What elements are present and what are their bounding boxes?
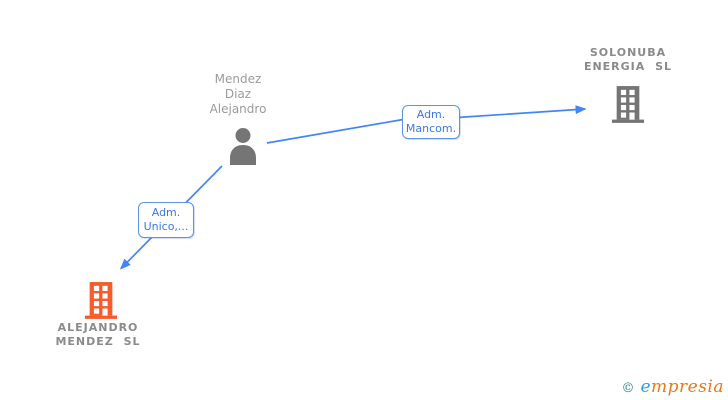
edge-label-adm-mancom: Adm. Mancom. bbox=[402, 105, 460, 139]
edge-line-mancom-left bbox=[266, 118, 404, 144]
person-icon bbox=[230, 128, 256, 165]
node-company-left[interactable] bbox=[84, 281, 118, 319]
company-right-line1: SOLONUBA bbox=[589, 46, 667, 59]
node-person[interactable] bbox=[227, 127, 259, 165]
brand-letter-e: e bbox=[640, 377, 651, 397]
building-icon-highlighted bbox=[84, 282, 118, 319]
building-icon bbox=[611, 86, 645, 123]
empresia-watermark: © empresia bbox=[621, 377, 724, 397]
person-name-line3: Alejandro bbox=[209, 102, 267, 116]
node-company-right[interactable] bbox=[611, 85, 645, 123]
node-label-person[interactable]: Mendez Diaz Alejandro bbox=[178, 72, 298, 117]
edge-label-line1: Adm. bbox=[151, 206, 181, 219]
node-label-company-left[interactable]: ALEJANDRO MENDEZ SL bbox=[36, 321, 160, 349]
edge-label-line2: Unico,... bbox=[143, 220, 189, 233]
copyright-icon: © bbox=[621, 381, 635, 396]
edge-line-mancom-right bbox=[456, 105, 587, 119]
company-left-line1: ALEJANDRO bbox=[57, 321, 139, 334]
brand-rest: mpresia bbox=[651, 377, 724, 397]
person-name-line1: Mendez bbox=[214, 72, 262, 86]
company-left-line2: MENDEZ SL bbox=[55, 335, 141, 348]
edge-label-line1: Adm. bbox=[416, 108, 446, 121]
node-label-company-right[interactable]: SOLONUBA ENERGIA SL bbox=[566, 46, 690, 74]
edge-label-adm-unico: Adm. Unico,... bbox=[138, 202, 194, 238]
edge-label-line2: Mancom. bbox=[405, 122, 457, 135]
person-name-line2: Diaz bbox=[224, 87, 252, 101]
brand-logo-text: empresia bbox=[640, 377, 724, 397]
company-right-line2: ENERGIA SL bbox=[583, 60, 673, 73]
